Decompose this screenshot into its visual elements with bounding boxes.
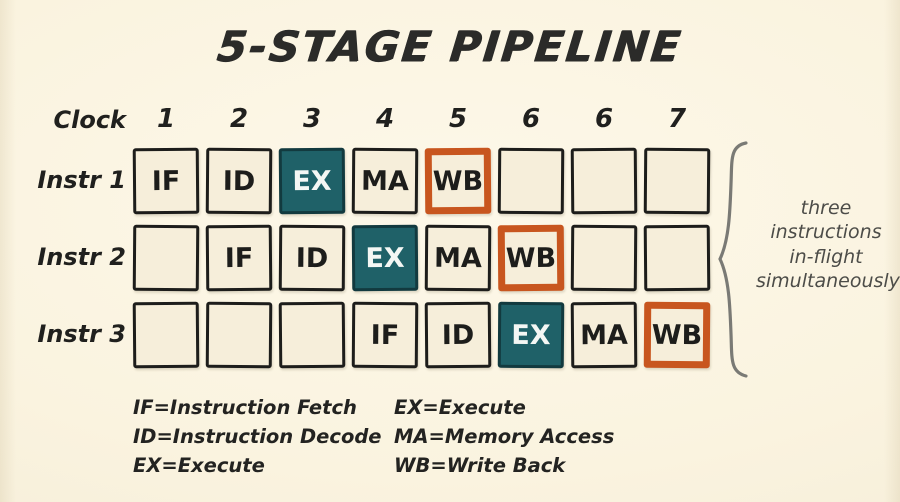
stage-cell-r3c5-id: ID (424, 301, 492, 369)
instruction-row-label-2: Instr 2 (37, 243, 126, 271)
legend-left-item-3: EX=Execute (133, 453, 265, 477)
page-title: 5-STAGE PIPELINE (215, 22, 685, 71)
stage-cell-r2c1-empty (132, 224, 200, 292)
stage-cell-r3c8-wb: WB (643, 301, 711, 369)
stage-cell-r1c3-ex: EX (278, 147, 346, 215)
stage-cell-r3c4-if: IF (351, 301, 419, 369)
stage-cell-r1c8-empty (643, 147, 711, 215)
annotation-line-1: three (800, 197, 852, 219)
stage-cell-r2c3-id: ID (278, 224, 346, 292)
legend-right-item-3: WB=Write Back (394, 453, 566, 477)
clock-column-header-5: 5 (448, 104, 468, 134)
clock-column-header-7: 6 (594, 104, 614, 134)
stage-cell-r3c1-empty (132, 301, 200, 369)
annotation-line-2: instructions (770, 221, 882, 244)
stage-cell-r1c4-ma: MA (351, 147, 419, 215)
clock-column-header-8: 7 (667, 104, 687, 134)
stage-cell-r2c7-empty (570, 224, 638, 292)
stage-cell-r2c8-empty (643, 224, 711, 292)
stage-cell-r2c2-if: IF (205, 224, 273, 292)
legend-right-item-2: MA=Memory Access (394, 424, 615, 448)
legend-left-item-2: ID=Instruction Decode (133, 424, 382, 448)
clock-column-header-6: 6 (521, 104, 541, 134)
annotation-line-4: simultaneously (756, 269, 900, 292)
stage-cell-r2c6-wb: WB (497, 224, 565, 292)
stage-cell-r1c2-id: ID (205, 147, 273, 215)
stage-cell-r1c1-if: IF (132, 147, 200, 215)
clock-axis-label: Clock (53, 106, 126, 134)
stage-cell-r3c6-ex: EX (497, 301, 565, 369)
clock-column-header-2: 2 (229, 104, 249, 134)
clock-column-header-4: 4 (375, 104, 395, 134)
stage-cell-r2c4-ex: EX (351, 224, 419, 292)
instruction-row-label-1: Instr 1 (37, 166, 126, 194)
instruction-row-label-3: Instr 3 (37, 320, 126, 348)
annotation-line-3: in-flight (789, 245, 863, 268)
stage-cell-r3c7-ma: MA (570, 301, 638, 369)
stage-cell-r1c6-empty (497, 147, 565, 215)
stage-cell-r2c5-ma: MA (424, 224, 492, 292)
grouping-brace-icon (716, 140, 760, 380)
stage-cell-r3c2-empty (205, 301, 273, 369)
legend-left-item-1: IF=Instruction Fetch (133, 396, 357, 419)
stage-cell-r1c7-empty (570, 147, 638, 215)
clock-column-header-1: 1 (156, 104, 176, 134)
clock-column-header-3: 3 (302, 104, 322, 134)
stage-cell-r3c3-empty (278, 301, 346, 369)
stage-cell-r1c5-wb: WB (424, 147, 492, 215)
legend-right-item-1: EX=Execute (394, 396, 526, 419)
